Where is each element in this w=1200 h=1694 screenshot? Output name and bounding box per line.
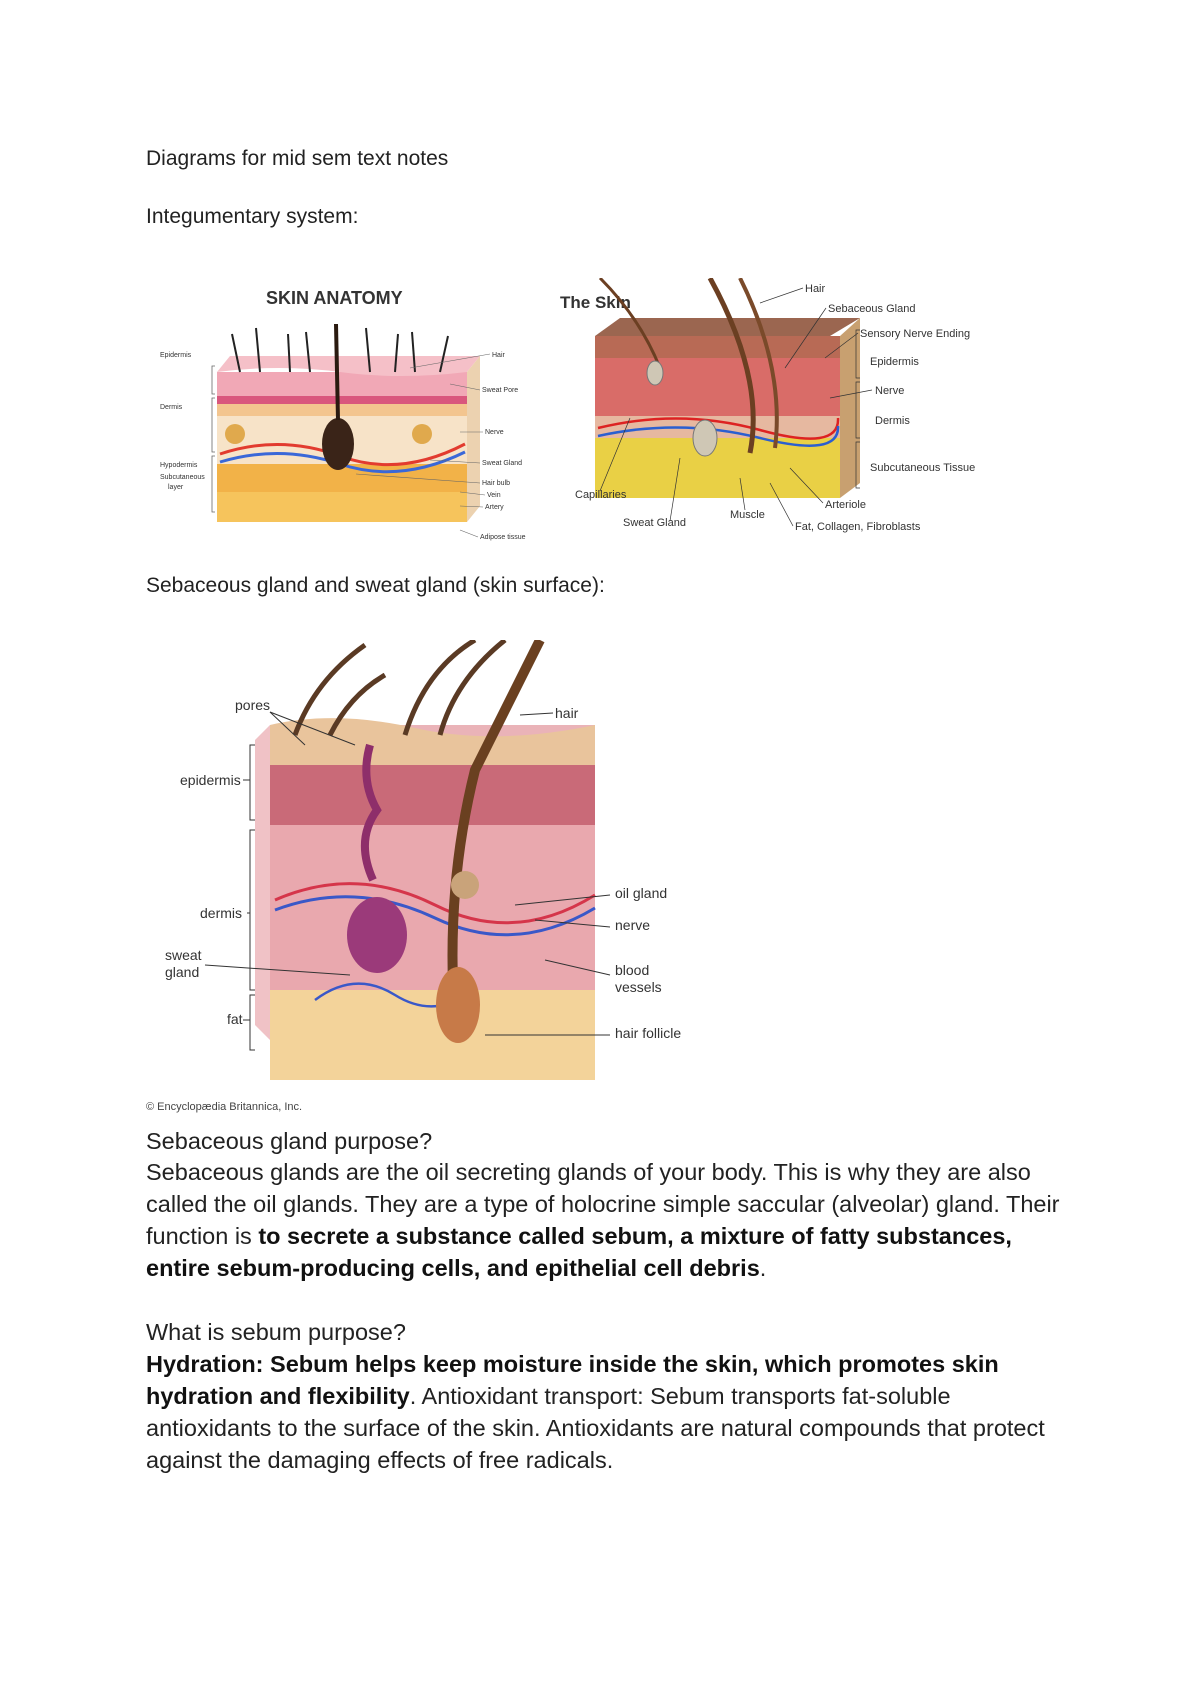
label-dermis: Dermis <box>875 415 910 427</box>
label-pores: pores <box>235 697 270 713</box>
label-nerve: Nerve <box>485 429 504 436</box>
label-dermis: dermis <box>200 905 242 921</box>
label-epidermis: epidermis <box>180 772 241 788</box>
paragraph-sebum-bold: Hydration: Sebum helps keep moisture ins… <box>146 1351 999 1409</box>
paragraph-sebum: Hydration: Sebum helps keep moisture ins… <box>146 1348 1066 1476</box>
label-oil-gland: oil gland <box>615 885 667 901</box>
question-sebaceous-purpose: Sebaceous gland purpose? <box>146 1128 433 1154</box>
label-capillaries: Capillaries <box>575 489 627 501</box>
label-sensory-nerve-ending: Sensory Nerve Ending <box>860 328 970 340</box>
label-arteriole: Arteriole <box>825 499 866 511</box>
label-vein: Vein <box>487 492 501 499</box>
label-sebaceous-gland: Sebaceous Gland <box>828 303 915 315</box>
label-sweat-pore: Sweat Pore <box>482 387 518 394</box>
section-heading-integumentary: Integumentary system: <box>146 205 359 228</box>
question-sebum-purpose: What is sebum purpose? <box>146 1319 406 1345</box>
label-sweat-gland: Sweat Gland <box>482 460 522 467</box>
label-hair-follicle: hair follicle <box>615 1025 681 1041</box>
label-artery: Artery <box>485 504 504 511</box>
label-vessels: vessels <box>615 979 662 995</box>
label-adipose-tissue: Adipose tissue <box>480 534 526 541</box>
paragraph-sebaceous-text: Sebaceous glands are the oil secreting g… <box>146 1159 1060 1249</box>
label-fat: fat <box>227 1011 243 1027</box>
label-layer: layer <box>168 484 184 491</box>
doc-title: Diagrams for mid sem text notes <box>146 147 449 170</box>
label-hair-bulb: Hair bulb <box>482 480 510 487</box>
label-blood: blood <box>615 962 649 978</box>
label-fat-collagen-fibroblasts: Fat, Collagen, Fibroblasts <box>795 521 921 533</box>
paragraph-sebaceous: Sebaceous glands are the oil secreting g… <box>146 1156 1066 1284</box>
skin-glands-diagram: pores hair epidermis dermis sweat gland … <box>165 640 681 1080</box>
label-hypodermis: Hypodermis <box>160 462 198 469</box>
label-subcutaneous-tissue: Subcutaneous Tissue <box>870 462 975 474</box>
label-nerve: Nerve <box>875 385 904 397</box>
label-gland: gland <box>165 964 199 980</box>
the-skin-diagram: The Skin Hair Sebaceous Gland Sensory Ne… <box>560 278 975 533</box>
label-epidermis: Epidermis <box>160 352 192 359</box>
skin-anatomy-diagram: SKIN ANATOMY Epidermis Dermis Hypodermis… <box>160 288 526 541</box>
label-sweat-gland: Sweat Gland <box>623 517 686 529</box>
label-hair: Hair <box>805 283 826 295</box>
label-hair: hair <box>555 705 579 721</box>
label-muscle: Muscle <box>730 509 765 521</box>
britannica-credit: © Encyclopædia Britannica, Inc. <box>146 1101 303 1113</box>
label-nerve: nerve <box>615 917 650 933</box>
paragraph-sebum-text: . Antioxidant transport: Sebum transport… <box>146 1383 1045 1473</box>
paragraph-sebaceous-bold: to secrete a substance called sebum, a m… <box>146 1223 1012 1281</box>
paragraph-sebaceous-end: . <box>759 1255 767 1281</box>
label-sweat: sweat <box>165 947 202 963</box>
label-epidermis: Epidermis <box>870 356 919 368</box>
label-dermis: Dermis <box>160 404 183 411</box>
section-heading-glands: Sebaceous gland and sweat gland (skin su… <box>146 574 605 597</box>
label-subcutaneous: Subcutaneous <box>160 474 205 481</box>
skin-anatomy-title: SKIN ANATOMY <box>266 288 403 308</box>
the-skin-title: The Skin <box>560 293 631 312</box>
label-hair: Hair <box>492 352 506 359</box>
